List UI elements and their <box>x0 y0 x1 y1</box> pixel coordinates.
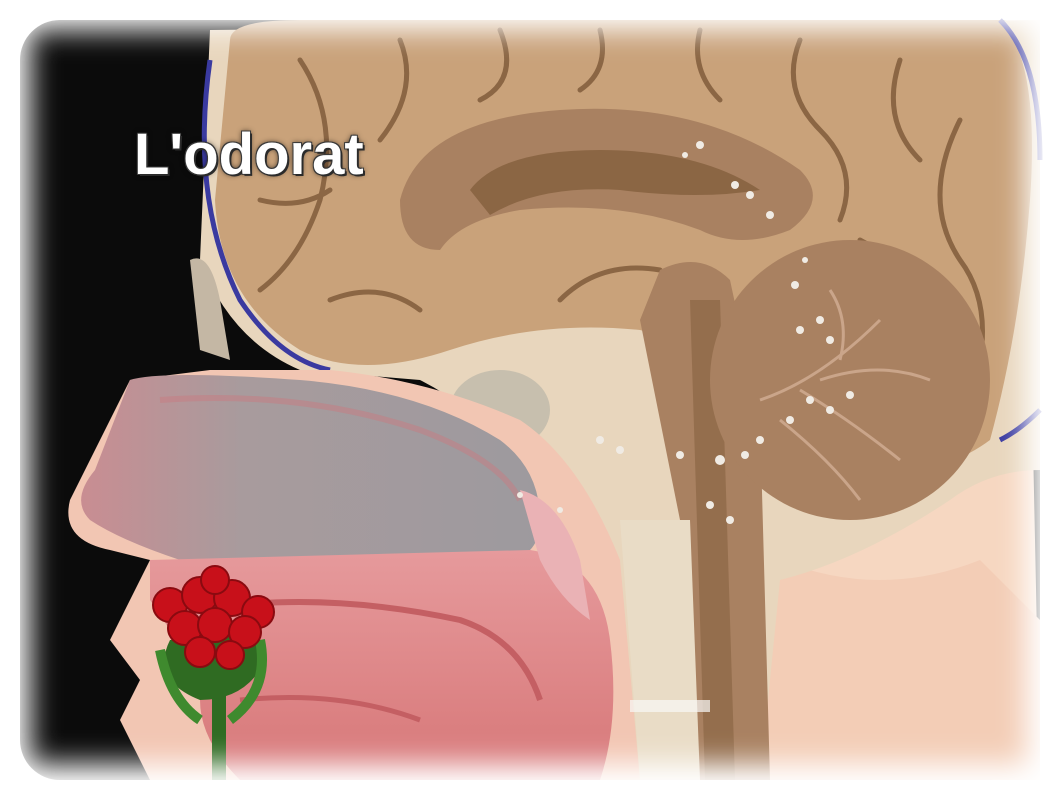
cerebellum <box>710 240 990 520</box>
slide-title: L'odorat <box>134 120 364 190</box>
